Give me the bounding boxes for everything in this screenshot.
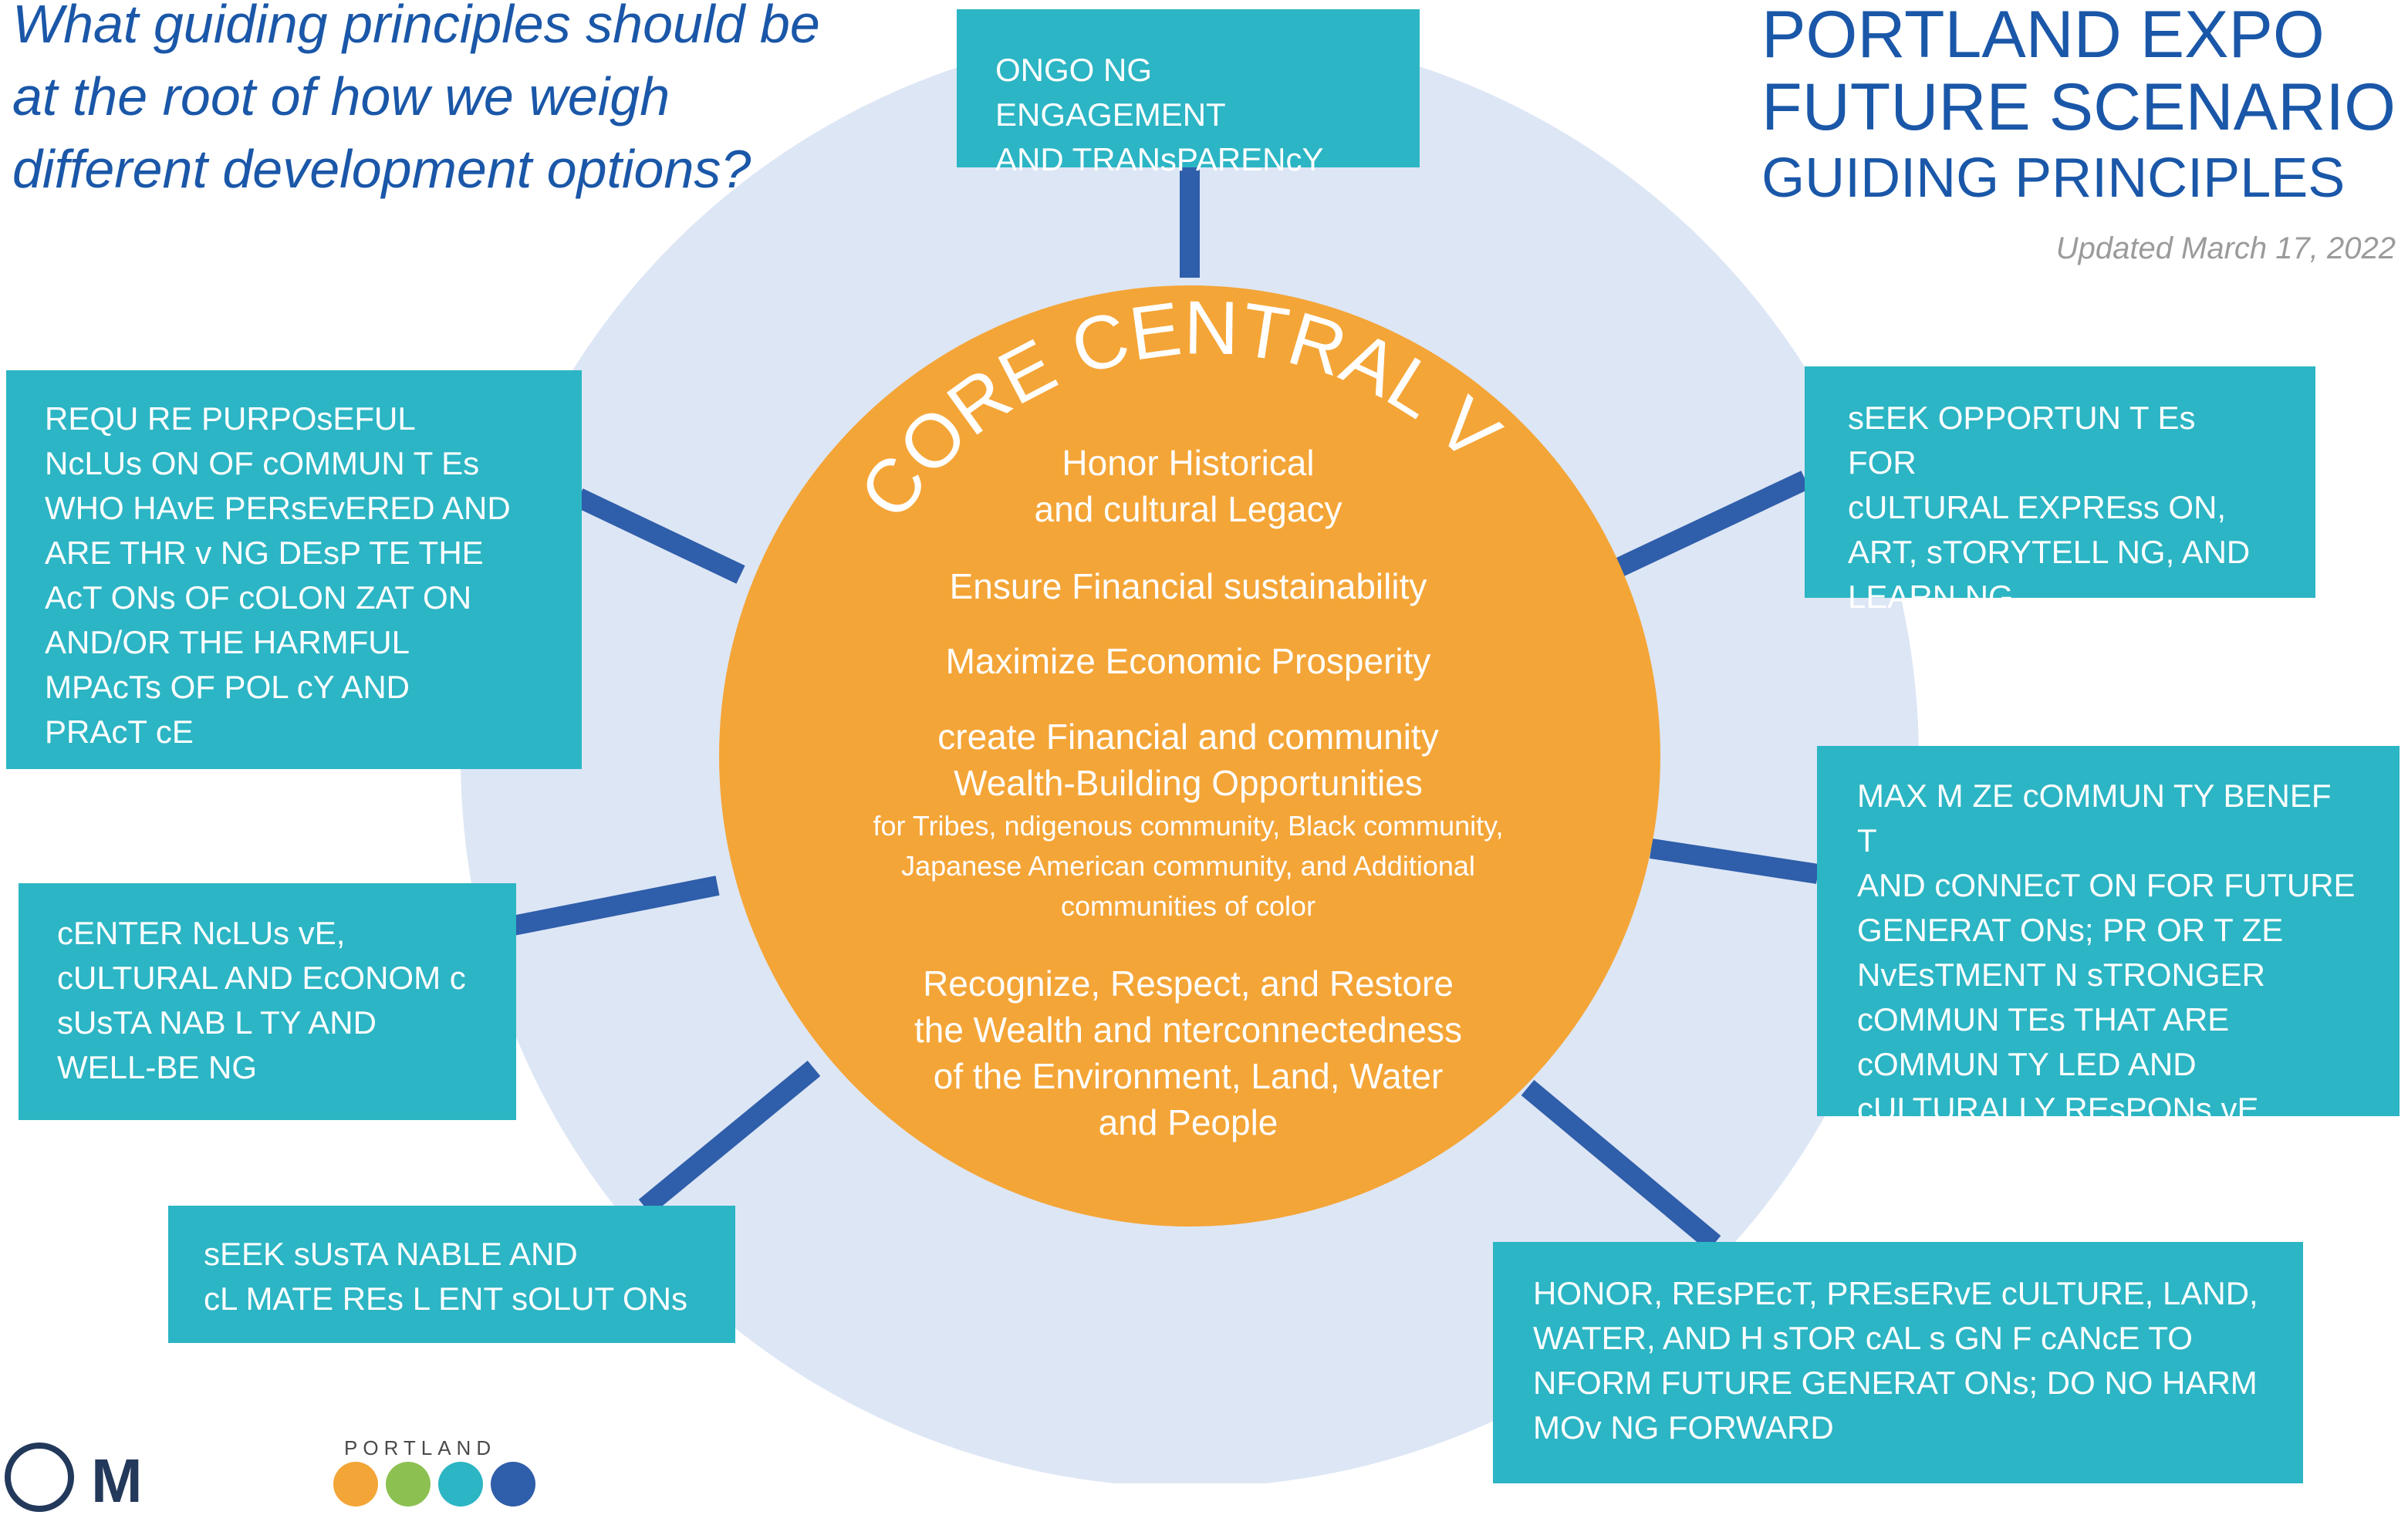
connector-left1 <box>574 488 745 584</box>
principle-box-community-benefit: MAX M ZE cOMMUN TY BENEF T AND cONNEcT O… <box>1817 746 2400 1127</box>
inner-circle <box>719 285 1660 1227</box>
center-item-legacy: Honor Historical and cultural Legacy <box>1034 443 1342 529</box>
center-item-prosperity: Maximize Economic Prosperity <box>945 641 1431 681</box>
updated-date: Updated March 17, 2022 <box>2055 231 2396 265</box>
title-line-2: FUTURE SCENARIO <box>1761 70 2396 144</box>
center-item-wealth-building: create Financial and community Wealth-Bu… <box>937 717 1439 803</box>
expo-logo-icon <box>333 1462 378 1507</box>
partner-logo-mark: M <box>91 1446 143 1515</box>
connector-left2 <box>511 876 720 936</box>
center-item-environment: Recognize, Respect, and Restore the Weal… <box>914 963 1463 1142</box>
principle-box-climate: sEEK sUsTA NABLE AND cL MATE REs L ENT s… <box>168 1206 735 1343</box>
title-line-3: GUIDING PRINCIPLES <box>1761 147 2346 209</box>
guiding-question: What guiding principles should be at the… <box>12 0 820 199</box>
principle-box-sustainability: cENTER NcLUs vE, cULTURAL AND EcONOM c s… <box>19 883 516 1120</box>
connector-right3 <box>1521 1080 1721 1251</box>
principle-box-inclusion: REQU RE PURPOsEFUL NcLUs ON OF cOMMUN T … <box>6 370 582 769</box>
connector-right2 <box>1650 838 1819 884</box>
center-item-financial: Ensure Financial sustainability <box>949 566 1427 606</box>
principle-box-honor-culture: HONOR, REsPEcT, PREsERvE cULTURE, LAND, … <box>1493 1242 2303 1483</box>
expo-logo-icon <box>491 1462 535 1507</box>
connector-right1 <box>1616 471 1810 576</box>
title-line-1: PORTLAND EXPO <box>1761 0 2325 72</box>
principle-box-cultural-expression: sEEK OPPORTUN T Es FOR cULTURAL EXPREss … <box>1805 366 2315 615</box>
portland-expo-logo-label: PORTLAND <box>344 1436 497 1459</box>
partner-logo-icon <box>5 1442 74 1512</box>
principle-box-engagement: ONGO NG ENGAGEMENT AND TRANsPARENcY <box>957 9 1420 177</box>
expo-logo-icon <box>386 1462 431 1507</box>
connector-left3 <box>638 1060 821 1216</box>
center-item-communities: for Tribes, ndigenous community, Black c… <box>873 810 1504 922</box>
page-title: PORTLAND EXPO FUTURE SCENARIO GUIDING PR… <box>1761 0 2396 213</box>
expo-logo-icon <box>438 1462 483 1507</box>
